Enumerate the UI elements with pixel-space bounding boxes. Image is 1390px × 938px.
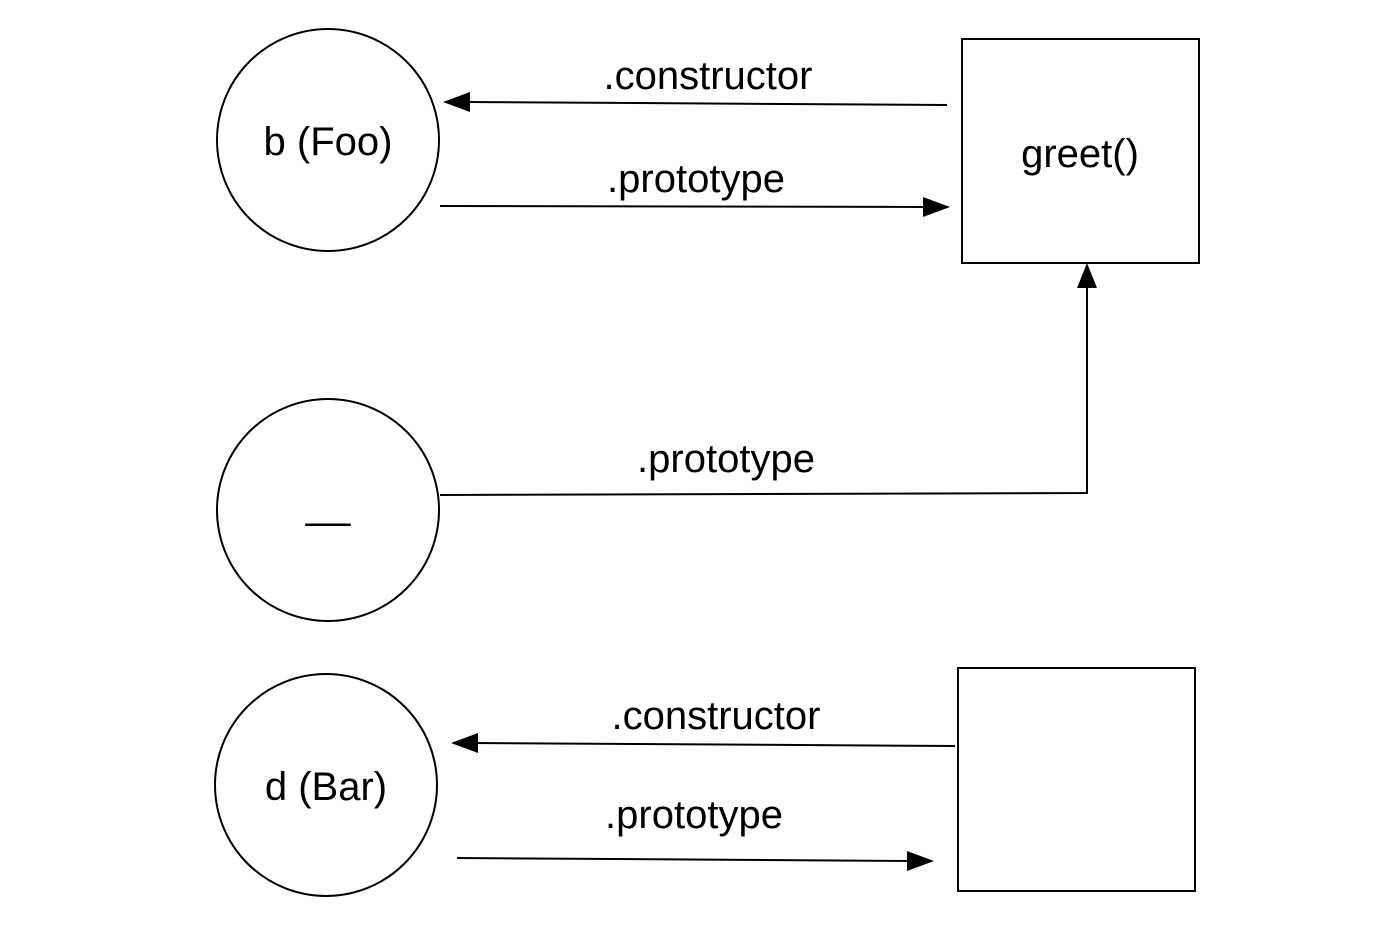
bar-constructor-label: .constructor xyxy=(612,694,821,738)
bar-node-label: d (Bar) xyxy=(265,765,387,809)
foo-node-label: b (Foo) xyxy=(264,120,393,164)
foo-prototype-arrowhead xyxy=(923,197,950,217)
anon-prototype-edge-label: .prototype xyxy=(637,437,815,481)
foo-constructor-label: .constructor xyxy=(604,54,813,98)
anon-prototype-edge xyxy=(439,288,1088,496)
bar-constructor-edge xyxy=(473,742,956,747)
foo-prototype-edge-label: .prototype xyxy=(607,157,785,201)
anon-node xyxy=(216,398,440,622)
bar-prototype-edge-label: .prototype xyxy=(605,793,783,837)
bar-prototype-arrowhead xyxy=(907,851,934,871)
foo-prototype-label: greet() xyxy=(1021,132,1139,176)
bar-prototype-box xyxy=(957,667,1196,892)
foo-prototype-edge xyxy=(439,205,927,208)
foo-constructor-edge xyxy=(465,101,948,106)
foo-constructor-arrowhead xyxy=(443,92,470,112)
bar-constructor-arrowhead xyxy=(451,733,478,753)
anon-node-label: __ xyxy=(305,483,351,527)
anon-prototype-arrowhead xyxy=(1077,263,1097,288)
foo-node xyxy=(216,28,440,252)
bar-node xyxy=(214,673,438,897)
foo-prototype-box xyxy=(961,38,1200,264)
bar-prototype-edge xyxy=(456,857,911,862)
